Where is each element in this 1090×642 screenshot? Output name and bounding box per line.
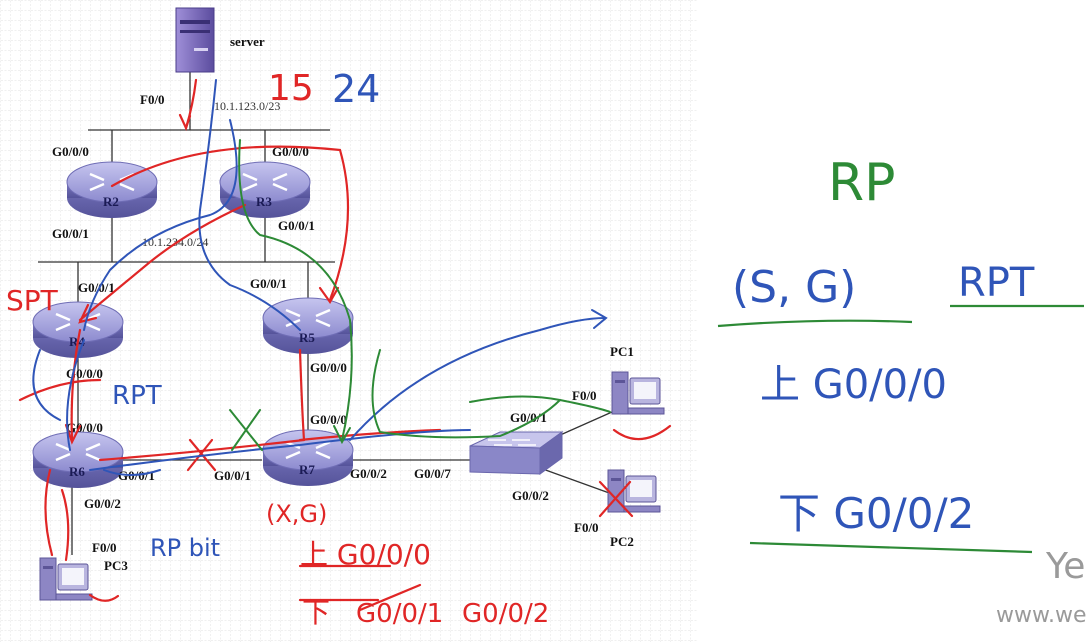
port-pc2-f00: F0/0	[574, 520, 599, 535]
router-r5-icon[interactable]	[261, 296, 355, 356]
port-pc3-f00: F0/0	[92, 540, 117, 555]
pc2-icon[interactable]	[607, 469, 661, 513]
port-r5-g001: G0/0/1	[250, 276, 287, 291]
watermark-text-1: Ye	[1045, 546, 1085, 587]
port-sw-g002: G0/0/2	[512, 488, 549, 503]
hw-rpbit: RP bit	[150, 534, 220, 562]
pc3-icon[interactable]	[39, 557, 93, 601]
router-r7-label: R7	[299, 462, 315, 477]
hw-r7-down-struck: G0/0/1	[356, 599, 443, 629]
port-r5-g000: G0/0/0	[310, 360, 347, 375]
hw-sg: (S, G)	[732, 262, 856, 313]
hw-number-24: 24	[332, 67, 380, 111]
pc1-label: PC1	[610, 344, 634, 359]
hw-number-15: 15	[268, 68, 314, 109]
router-r2-label: R2	[103, 194, 119, 209]
pc3-label: PC3	[104, 558, 128, 573]
port-r7-g002: G0/0/2	[350, 466, 387, 481]
hw-rp: RP	[828, 153, 896, 213]
hw-rpt: RPT	[958, 260, 1035, 306]
annotation-red-strokes	[18, 78, 672, 612]
annotation-blue-strokes	[32, 79, 608, 476]
hw-downstream-underline	[749, 541, 1033, 554]
pc2-label: PC2	[610, 534, 634, 549]
port-r3-g001: G0/0/1	[278, 218, 315, 233]
hw-spt: SPT	[6, 284, 59, 317]
port-r4-g000: G0/0/0	[66, 366, 103, 381]
hw-upstream-if: 上 G0/0/0	[760, 362, 947, 408]
port-r2-g001: G0/0/1	[52, 226, 89, 241]
port-r7-g001: G0/0/1	[214, 468, 251, 483]
port-r4-g001: G0/0/1	[78, 280, 115, 295]
watermark-text-2: www.we	[996, 603, 1086, 628]
hw-rpt-r4: RPT	[112, 381, 162, 411]
port-r6-g000: G0/0/0	[66, 420, 103, 435]
port-pc1-f00: F0/0	[572, 388, 597, 403]
hw-sg-underline	[717, 319, 913, 328]
network-middle-label: 10.1.234.0/24	[142, 235, 208, 249]
port-r6-g002: G0/0/2	[84, 496, 121, 511]
hw-r7-down-prefix: 下	[302, 596, 330, 629]
router-r5-label: R5	[299, 330, 315, 345]
hw-r7-xg: (X,G)	[266, 500, 327, 528]
port-sw-g001: G0/0/1	[510, 410, 547, 425]
port-r7-g000: G0/0/0	[310, 412, 347, 427]
port-r2-g000: G0/0/0	[52, 144, 89, 159]
server-icon[interactable]	[175, 7, 215, 73]
pc1-icon[interactable]	[611, 371, 665, 415]
annotation-green-strokes	[229, 139, 611, 451]
server-label: server	[230, 34, 265, 49]
topology-links	[38, 72, 613, 555]
port-sw-g007: G0/0/7	[414, 466, 451, 481]
hw-downstream-if: 下 G0/0/2	[778, 489, 974, 538]
router-r6-label: R6	[69, 464, 85, 479]
router-r3-label: R3	[256, 194, 272, 209]
network-top-label: 10.1.123.0/23	[214, 99, 280, 113]
hw-r7-down-if: G0/0/2	[462, 599, 549, 629]
hw-r7-upstream: 上 G0/0/0	[300, 538, 431, 571]
port-labels: F0/0 G0/0/0 G0/0/1 G0/0/0 G0/0/1 G0/0/1 …	[52, 92, 599, 555]
port-server-f00: F0/0	[140, 92, 165, 107]
